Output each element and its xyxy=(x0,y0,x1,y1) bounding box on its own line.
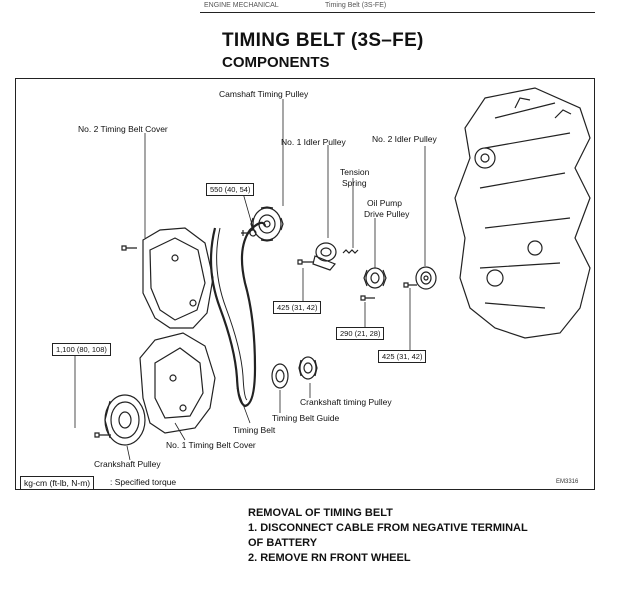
no1-cover-drawing xyxy=(139,332,216,434)
label-no2-timing-belt-cover: No. 2 Timing Belt Cover xyxy=(78,124,168,134)
label-no1-timing-belt-cover: No. 1 Timing Belt Cover xyxy=(166,440,256,450)
timing-belt-drawing xyxy=(209,221,267,408)
engine-block-drawing xyxy=(454,87,591,339)
torque-box-425-b: 425 (31, 42) xyxy=(378,350,427,363)
camshaft-pulley-drawing xyxy=(250,206,284,242)
instruction-heading: REMOVAL OF TIMING BELT xyxy=(248,507,393,519)
timing-belt-diagram xyxy=(74,87,591,461)
label-crankshaft-timing-pulley: Crankshaft timing Pulley xyxy=(300,397,392,407)
crankshaft-pulley-drawing xyxy=(104,394,146,446)
crank-timing-pulley-drawing xyxy=(298,356,318,380)
label-camshaft-timing-pulley: Camshaft Timing Pulley xyxy=(219,89,309,99)
no2-idler-drawing xyxy=(415,266,437,290)
no1-idler-drawing xyxy=(312,242,337,271)
diagram-frame xyxy=(15,78,595,490)
page-header: ENGINE MECHANICAL Timing Belt (3S-FE) xyxy=(200,2,600,14)
instruction-step1-cont: OF BATTERY xyxy=(248,537,318,549)
torque-unit-box: kg-cm (ft-lb, N-m) xyxy=(20,476,95,490)
belt-guide-drawing xyxy=(271,363,289,389)
torque-box-425-a: 425 (31, 42) xyxy=(273,301,322,314)
label-crankshaft-pulley: Crankshaft Pulley xyxy=(94,459,161,469)
instruction-step1: 1. DISCONNECT CABLE FROM NEGATIVE TERMIN… xyxy=(248,522,528,534)
header-left-text: ENGINE MECHANICAL xyxy=(204,2,279,9)
oil-pump-pulley-drawing xyxy=(363,267,387,289)
torque-legend: : Specified torque xyxy=(110,477,177,487)
label-no1-idler-pulley: No. 1 Idler Pulley xyxy=(281,137,346,147)
page-subtitle: COMPONENTS xyxy=(222,54,330,71)
torque-box-290: 290 (21, 28) xyxy=(336,327,385,340)
label-oil-pump-line1: Oil Pump xyxy=(367,198,402,208)
label-timing-belt-guide: Timing Belt Guide xyxy=(272,413,340,423)
header-right-text: Timing Belt (3S-FE) xyxy=(325,2,387,9)
label-timing-belt: Timing Belt xyxy=(233,425,276,435)
figure-code: EM3316 xyxy=(556,479,579,485)
torque-box-1100: 1,100 (80, 108) xyxy=(52,343,111,356)
label-oil-pump-line2: Drive Pulley xyxy=(364,209,410,219)
page-title: TIMING BELT (3S–FE) xyxy=(222,30,424,51)
tension-spring-drawing xyxy=(342,249,359,254)
no2-cover-drawing xyxy=(142,227,214,329)
header-rule xyxy=(200,12,595,13)
label-no2-idler-pulley: No. 2 Idler Pulley xyxy=(372,134,437,144)
instruction-step2: 2. REMOVE RN FRONT WHEEL xyxy=(248,552,411,564)
torque-box-550: 550 (40, 54) xyxy=(206,183,255,196)
label-tension-line2: Spring xyxy=(342,178,367,188)
label-tension-line1: Tension xyxy=(340,167,370,177)
